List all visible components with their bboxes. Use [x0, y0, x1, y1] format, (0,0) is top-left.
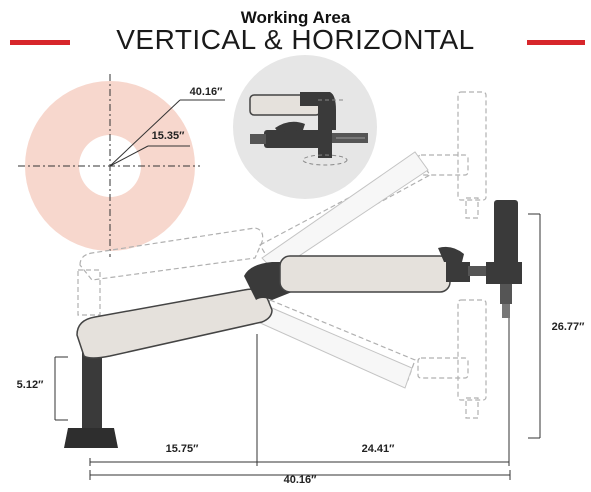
base-height-label: 5.12″ [17, 379, 44, 391]
diagram-subtitle: Working Area [240, 8, 351, 27]
detail-inset [233, 55, 377, 199]
total-reach-label: 40.16″ [284, 474, 318, 486]
outer-radius-label: 40.16″ [190, 86, 224, 98]
main-arm [64, 200, 522, 448]
red-rule-left [10, 40, 70, 45]
first-segment-label: 15.75″ [166, 443, 200, 455]
second-segment-label: 24.41″ [362, 443, 396, 455]
diagram-title: VERTICAL & HORIZONTAL [116, 24, 475, 55]
dimension-lines [54, 213, 541, 480]
inner-radius-label: 15.35″ [152, 130, 186, 142]
red-rule-right [527, 40, 585, 45]
vertical-range-label: 26.77″ [552, 321, 586, 333]
working-zone [18, 74, 225, 257]
